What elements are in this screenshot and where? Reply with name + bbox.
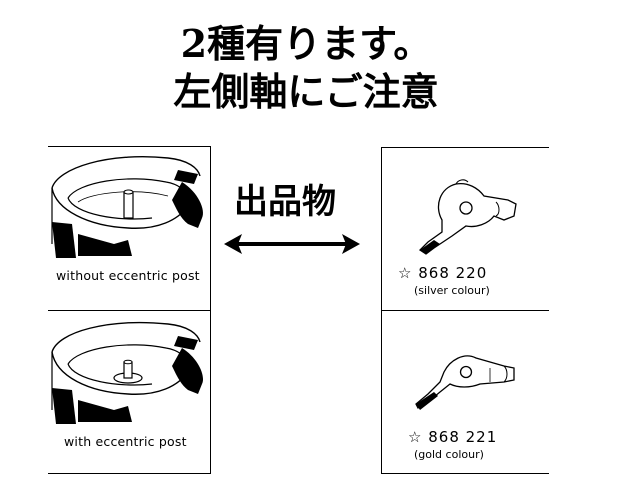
right-panel-left-border — [381, 147, 382, 474]
colour-note-silver: (silver colour) — [414, 284, 490, 297]
exhibit-label: 出品物 — [234, 182, 336, 222]
heading-line-2: 左側軸にご注意 — [173, 69, 439, 114]
right-panel-top-border — [381, 147, 549, 148]
colour-note-gold: (gold colour) — [414, 448, 484, 461]
part-number: 868 220 — [418, 264, 488, 282]
star-icon: ☆ — [408, 428, 423, 446]
caption-with-eccentric-post: with eccentric post — [64, 434, 187, 449]
heading-line-1: 2種有ります。 — [180, 21, 432, 66]
left-panel-right-border — [210, 146, 211, 474]
left-panel-top-border — [48, 146, 210, 147]
double-arrow-icon — [224, 234, 360, 254]
part-number: 868 221 — [428, 428, 498, 446]
caption-without-eccentric-post: without eccentric post — [56, 268, 200, 283]
movement-without-post-illustration — [51, 156, 204, 258]
movement-with-post-illustration — [51, 321, 204, 424]
part-code-gold: ☆ 868 221 — [408, 428, 497, 446]
part-code-silver: ☆ 868 220 — [398, 264, 487, 282]
part-868221-illustration — [415, 355, 515, 410]
left-panel-divider — [48, 310, 210, 311]
right-panel-divider — [381, 310, 549, 311]
star-icon: ☆ — [398, 264, 413, 282]
left-panel-bottom-border — [48, 473, 210, 474]
part-868220-illustration — [418, 179, 517, 255]
right-panel-bottom-border — [381, 473, 549, 474]
